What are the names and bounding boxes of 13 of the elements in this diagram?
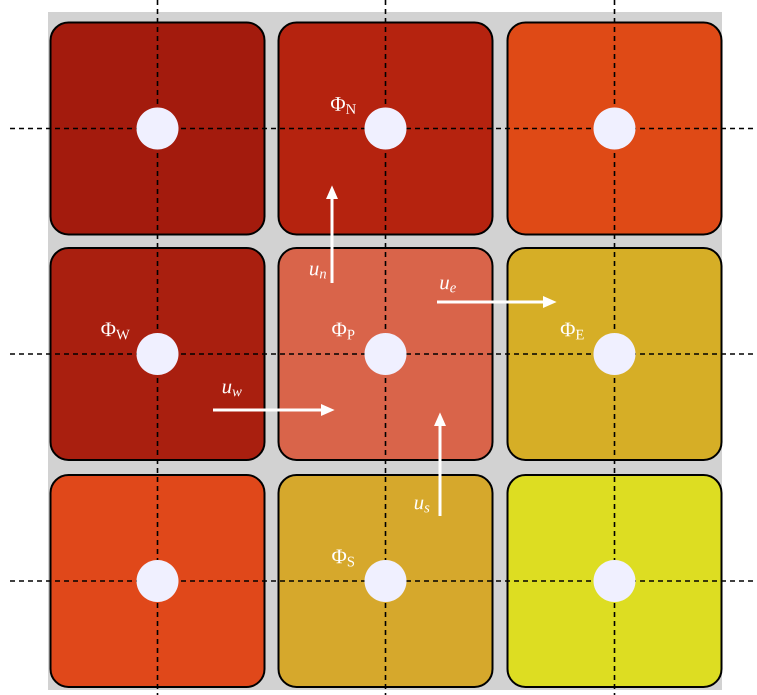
edge-label: u$_{s}$ bbox=[414, 500, 430, 512]
node-label: Φ$_{E}$ bbox=[560, 322, 584, 340]
control-volume bbox=[50, 474, 266, 688]
control-volume bbox=[506, 474, 722, 688]
edge-label: u$_{n}$ bbox=[310, 266, 326, 278]
control-volume bbox=[50, 22, 266, 236]
edge-label: u$_{e}$ bbox=[440, 280, 456, 292]
edge-label: u$_{w}$ bbox=[222, 384, 242, 396]
node-label: Φ$_{P}$ bbox=[332, 322, 354, 340]
node-label: Φ$_{S}$ bbox=[332, 550, 354, 566]
control-volume bbox=[506, 22, 722, 236]
node-label: Φ$_{W}$ bbox=[101, 322, 130, 340]
node-label: Φ$_{N}$ bbox=[330, 97, 356, 114]
